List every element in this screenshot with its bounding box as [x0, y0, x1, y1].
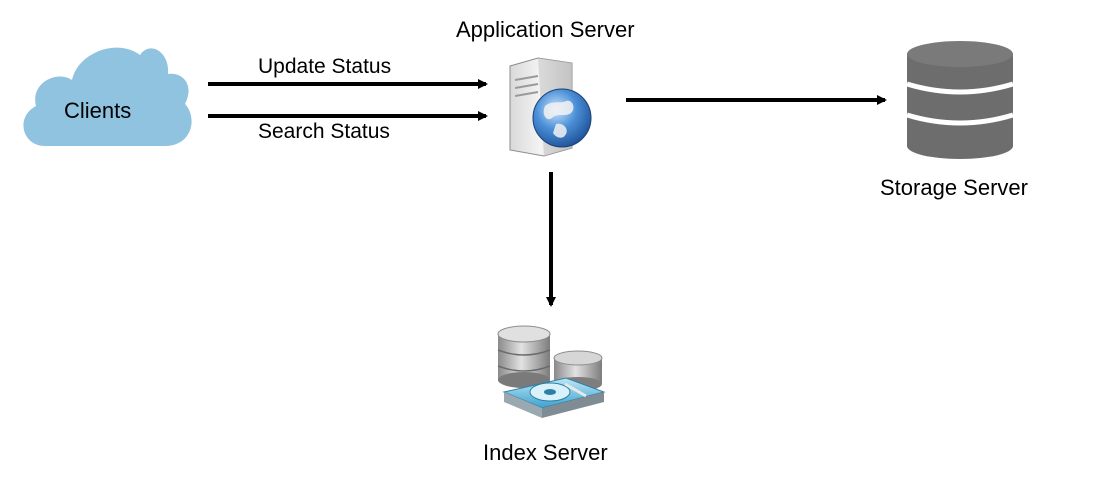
search-status-label: Search Status — [258, 120, 390, 143]
clients-cloud-icon — [23, 47, 192, 147]
index-server-label: Index Server — [483, 440, 608, 465]
disk-storage-icon — [497, 325, 606, 418]
database-icon — [906, 41, 1014, 159]
application-server-label: Application Server — [456, 17, 635, 42]
update-status-label: Update Status — [258, 55, 392, 78]
web-server-icon — [509, 57, 592, 157]
clients-label: Clients — [64, 98, 132, 123]
storage-server-label: Storage Server — [880, 175, 1028, 200]
